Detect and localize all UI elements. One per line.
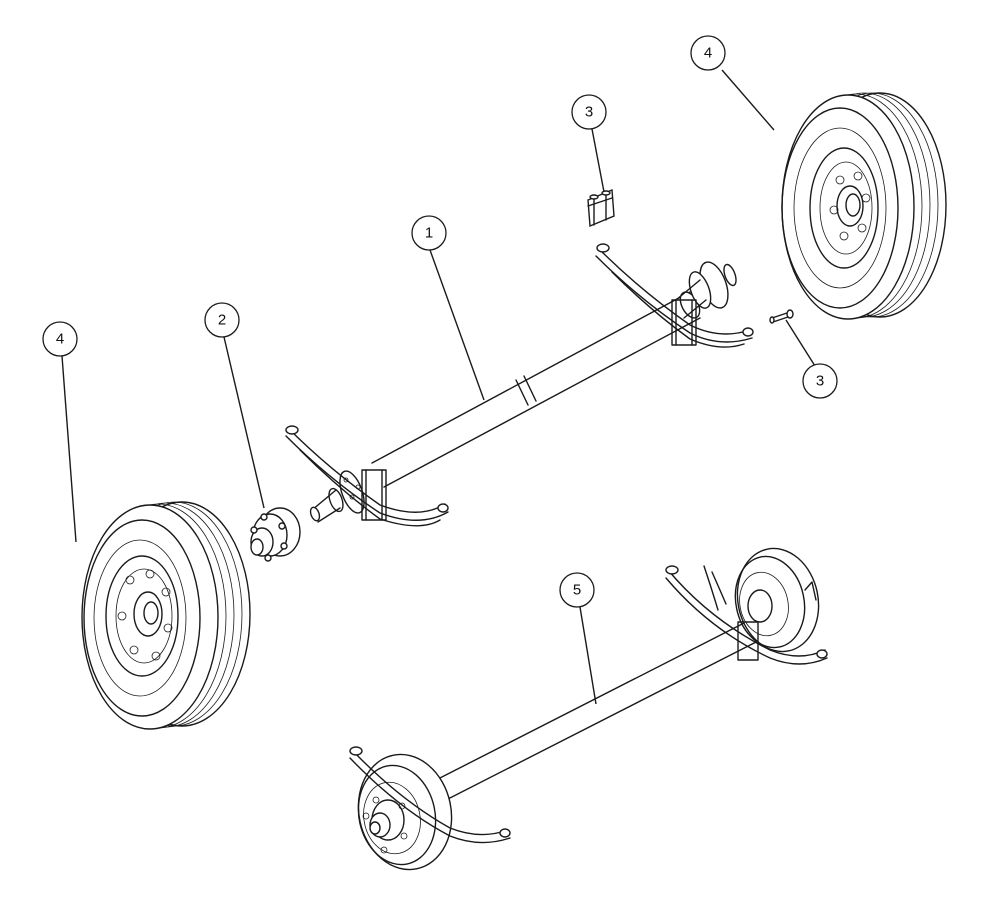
leader-line-4a	[721, 69, 775, 131]
wheel-tire-part-4-lower	[81, 501, 251, 730]
leader-line-3b	[785, 319, 816, 367]
axle-beam-part-1	[285, 243, 754, 527]
leader-line-5	[579, 606, 597, 705]
leader-line-3a	[591, 128, 605, 193]
callout-4-upper-label: 4	[704, 45, 712, 62]
callout-5-label: 5	[573, 582, 581, 599]
callout-1: 1	[411, 215, 447, 251]
callout-3-right: 3	[802, 363, 838, 399]
leader-lines	[61, 69, 816, 705]
callout-2: 2	[204, 302, 240, 338]
callout-3-upper-label: 3	[585, 104, 593, 121]
callout-4-left: 4	[42, 321, 78, 357]
bolt-part-3	[769, 309, 794, 324]
wheel-tire-part-4-upper	[781, 92, 947, 320]
braked-axle-part-5	[349, 547, 828, 871]
callout-4-left-label: 4	[56, 331, 64, 348]
callout-1-label: 1	[425, 225, 433, 242]
wheel-hub-part-2	[250, 507, 301, 562]
leader-line-4b	[61, 355, 77, 543]
u-bolt-plate-part-3	[587, 188, 615, 228]
leader-line-2	[223, 336, 265, 509]
leader-line-1	[429, 249, 485, 401]
callout-4-upper: 4	[690, 35, 726, 71]
callout-3-right-label: 3	[816, 373, 824, 390]
callout-3-upper: 3	[571, 94, 607, 130]
callout-5: 5	[559, 572, 595, 608]
callout-2-label: 2	[218, 312, 226, 329]
